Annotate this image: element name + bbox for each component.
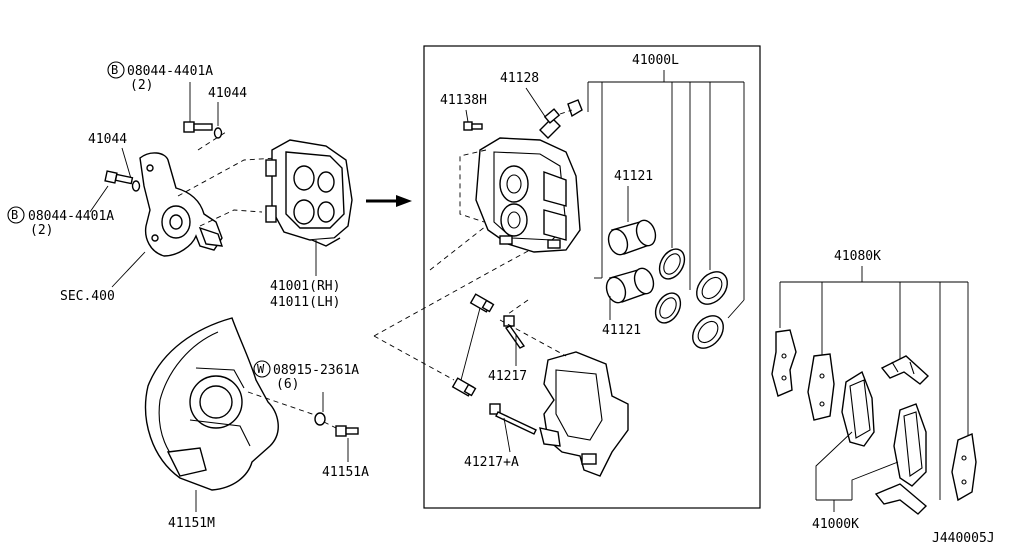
pin-bolt-callout: 41217	[488, 334, 527, 384]
washer-plate-code: 08915-2361A	[273, 363, 359, 378]
baffle-plate-callout: 41151M	[168, 490, 215, 531]
piston-lower-callout: 41121	[602, 296, 641, 338]
shim-pad-inner-icon	[807, 353, 835, 421]
bolt-top-prefix: B	[111, 63, 118, 77]
plate-bolt-label: 41151A	[322, 465, 369, 480]
knuckle-ref-label: SEC.400	[60, 289, 115, 304]
shim-pad-outer-icon	[771, 329, 797, 397]
bolt-left-code: 08044-4401A	[28, 209, 114, 224]
bolt-left-qty: (2)	[30, 223, 53, 238]
caliper-bracket-icon	[539, 351, 629, 477]
assembly-dash-center	[373, 225, 567, 381]
washer-top-callout: 41044	[208, 86, 247, 126]
pin-bolt-a-label: 41217+A	[464, 455, 519, 470]
piston-lower-label: 41121	[602, 323, 641, 338]
caliper-side-callout: 41001(RH) 41011(LH)	[270, 240, 340, 310]
baffle-plate-icon	[144, 317, 279, 491]
brake-pad-right-icon	[893, 403, 927, 487]
washer-left-label: 41044	[88, 132, 127, 147]
bleeder-parts-icon	[463, 99, 583, 139]
caliper-detail-frame	[423, 45, 761, 509]
bolt-top-callout: B 08044-4401A (2)	[107, 61, 213, 122]
bleeder-screw-label: 41128	[500, 71, 539, 86]
seal-lower-icon	[654, 292, 682, 324]
piston-upper-label: 41121	[614, 169, 653, 184]
knuckle-ref-callout: SEC.400	[60, 251, 146, 304]
anti-rattle-clip-upper-icon	[880, 355, 930, 385]
baffle-plate-label: 41151M	[168, 516, 215, 531]
caliper-lh-label: 41011(LH)	[270, 295, 340, 310]
caliper-kit-label: 41000L	[632, 53, 679, 68]
washer-top-label: 41044	[208, 86, 247, 101]
pad-kit-set-callout: 41080K	[779, 249, 969, 500]
pad-kit-set-label: 41080K	[834, 249, 881, 264]
bolt-left-callout: B 08044-4401A (2)	[7, 185, 114, 238]
shim-right-icon	[951, 432, 977, 502]
plate-bolt-callout: 41151A	[322, 438, 369, 480]
diagram-id-label: J440005J	[932, 531, 995, 546]
plate-bolt-icon	[247, 391, 359, 437]
pin-bolt-lower-icon	[489, 403, 537, 435]
washer-left-callout: 41044	[88, 132, 133, 183]
caliper-rh-label: 41001(RH)	[270, 279, 340, 294]
anti-rattle-clip-lower-icon	[874, 483, 928, 515]
bleeder-cap-label: 41138H	[440, 93, 487, 108]
caliper-body-icon	[459, 137, 581, 253]
sleeve-upper-icon	[459, 293, 495, 385]
bleeder-cap-callout: 41138H	[440, 93, 487, 123]
caliper-assembly-icon	[265, 139, 353, 247]
bolt-top-qty: (2)	[130, 78, 153, 93]
arrow-right-icon	[366, 195, 412, 207]
pin-bolt-a-callout: 41217+A	[464, 417, 519, 470]
washer-plate-prefix: W	[257, 362, 265, 376]
pad-kit-label: 41000K	[812, 517, 859, 532]
pin-bolt-upper-icon	[503, 299, 529, 349]
brake-pad-left-icon	[841, 370, 875, 447]
boot-upper-icon	[696, 271, 728, 305]
piston-upper-icon	[607, 219, 657, 256]
piston-upper-callout: 41121	[614, 169, 653, 222]
pad-kit-callout: 41000K	[812, 431, 899, 532]
bolt-left-icon	[104, 170, 141, 192]
assembly-dash-left	[177, 131, 277, 227]
seal-upper-icon	[658, 248, 686, 280]
bolt-left-prefix: B	[11, 208, 18, 222]
washer-plate-qty: (6)	[276, 377, 299, 392]
bolt-top-icon	[183, 121, 223, 139]
sleeve-lower-icon	[451, 377, 477, 397]
piston-lower-icon	[605, 267, 655, 304]
boot-lower-icon	[692, 315, 724, 349]
washer-plate-callout: W 08915-2361A (6)	[253, 360, 359, 412]
bolt-top-code: 08044-4401A	[127, 64, 213, 79]
steering-knuckle-icon	[139, 152, 224, 257]
bleeder-screw-callout: 41128	[500, 71, 547, 119]
caliper-kit-callout: 41000L	[587, 53, 745, 319]
pin-bolt-label: 41217	[488, 369, 527, 384]
